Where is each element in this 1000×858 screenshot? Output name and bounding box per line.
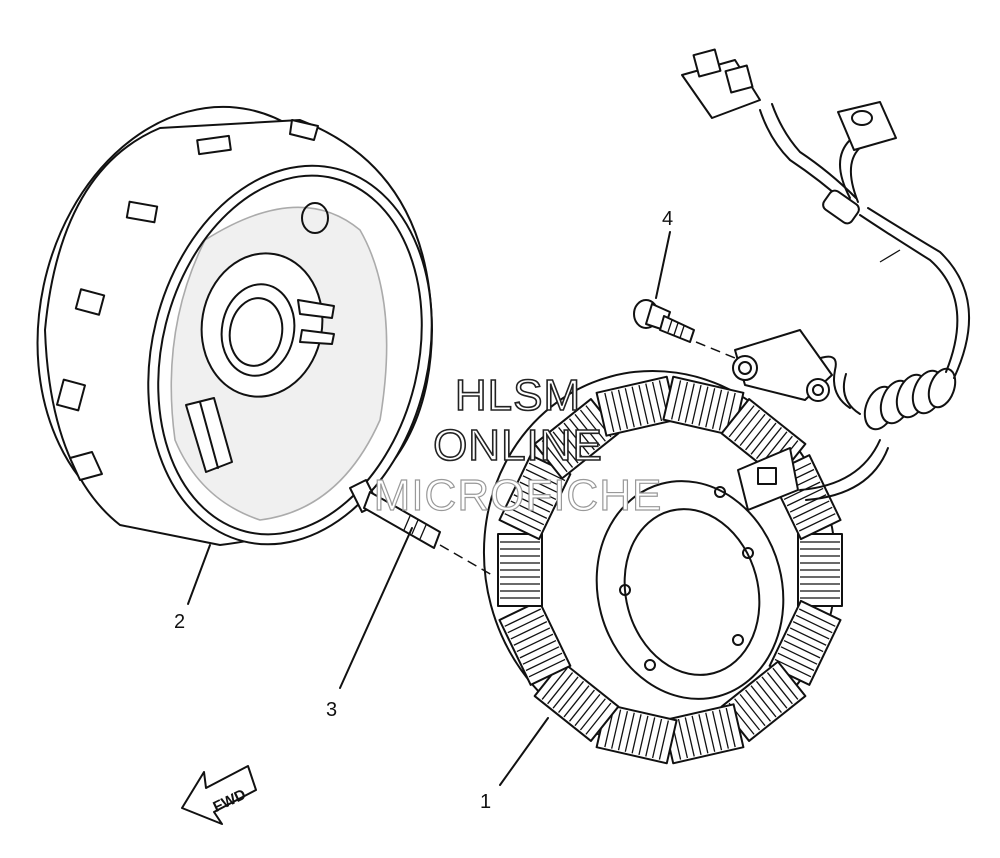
forward-direction-arrow: FWD <box>181 765 257 825</box>
watermark-line-2: ONLINE <box>433 421 603 470</box>
stator-pole <box>498 454 572 541</box>
callout-4: 4 <box>662 208 673 230</box>
wiring-harness <box>681 48 970 501</box>
callout-1: 1 <box>480 791 491 813</box>
callout-2: 2 <box>174 611 185 633</box>
stator-pole <box>497 533 543 607</box>
leader-line-1 <box>499 717 549 786</box>
rotor-flywheel <box>36 105 433 546</box>
stator-pole <box>595 703 678 765</box>
callout-3: 3 <box>326 699 337 721</box>
watermark-line-1: HLSM <box>455 371 581 420</box>
stator-pole <box>720 660 807 742</box>
leader-line-3 <box>339 527 413 689</box>
stator-pole <box>662 703 745 765</box>
stator-pole <box>498 599 572 686</box>
watermark: HLSM ONLINE MICROFICHE <box>373 370 663 520</box>
stator-pole <box>533 398 620 480</box>
watermark-line-3: MICROFICHE <box>374 471 663 520</box>
stator-coil <box>482 369 843 765</box>
stator-pole <box>797 533 843 607</box>
leader-line-2 <box>187 544 211 605</box>
stator-pole <box>533 660 620 742</box>
stator-bolt <box>349 479 493 576</box>
clamp-screw <box>633 299 736 359</box>
leader-line-4 <box>655 231 671 299</box>
wire-clamp <box>732 329 833 402</box>
stator-pole <box>768 599 842 686</box>
